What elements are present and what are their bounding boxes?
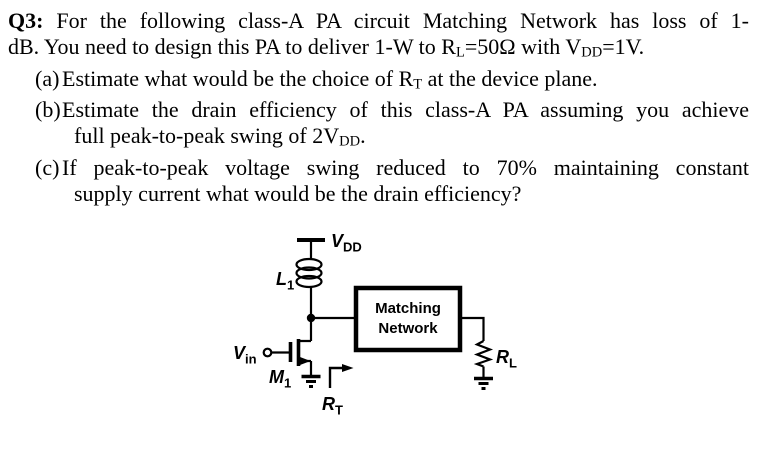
question-line-1: Q3: For the following class-A PA circuit… <box>8 8 749 34</box>
question-item-c: (c) If peak-to-peak voltage swing reduce… <box>8 155 749 207</box>
m1-label: M1 <box>269 367 291 391</box>
item-a-text: Estimate what would be the choice of R <box>62 65 414 91</box>
item-b-line-1: Estimate the drain efficiency of this cl… <box>62 97 749 123</box>
item-b-marker: (b) <box>35 97 61 123</box>
question-line-1-text: For the following class-A PA circuit Mat… <box>43 8 749 33</box>
l1-label: L1 <box>276 269 294 293</box>
item-b-line-2-end: . <box>360 123 366 149</box>
matching-network-label-line1: Matching <box>375 300 441 317</box>
item-a-end: at the device plane. <box>422 65 598 91</box>
rt-label: RT <box>322 394 343 418</box>
item-c-marker: (c) <box>35 154 60 180</box>
item-b-line-2-text: full peak-to-peak swing of 2V <box>74 123 340 149</box>
question-text: Q3: For the following class-A PA circuit… <box>0 0 759 207</box>
vdd-label: VDD <box>331 231 362 255</box>
inductor-l1-symbol <box>295 257 323 289</box>
question-line-2-end: =1V. <box>602 34 645 59</box>
drain-node-dot <box>306 313 316 323</box>
resistor-rl-symbol <box>473 340 494 368</box>
matching-network-box: Matching Network <box>353 285 463 353</box>
vin-label: Vin <box>233 343 257 367</box>
subscript-T: T <box>413 76 423 93</box>
question-line-2-mid: =50Ω with V <box>464 34 582 59</box>
ground-symbol-m1 <box>301 374 321 388</box>
rl-label: RL <box>496 347 517 371</box>
question-item-a: (a) Estimate what would be the choice of… <box>8 66 749 98</box>
question-line-2: dB. You need to design this PA to delive… <box>8 34 749 66</box>
item-c-line-2: supply current what would be the drain e… <box>74 180 522 206</box>
subscript-DD: DD <box>581 44 603 61</box>
question-item-b: (b) Estimate the drain efficiency of thi… <box>8 97 749 155</box>
item-a-marker: (a) <box>35 65 60 91</box>
question-line-2-text: dB. You need to design this PA to delive… <box>8 34 456 59</box>
ground-symbol-rl <box>474 376 493 390</box>
vin-terminal <box>262 347 273 358</box>
mosfet-m1-symbol <box>288 339 311 366</box>
item-a-line: Estimate what would be the choice of RT … <box>62 66 749 98</box>
subscript-L: L <box>455 44 465 61</box>
m1-source-arrow <box>300 357 311 365</box>
question-number: Q3: <box>8 8 44 33</box>
item-b-line-2: full peak-to-peak swing of 2VDD. <box>74 123 749 155</box>
matching-network-label-line2: Network <box>378 320 438 337</box>
rt-probe-arrow <box>328 364 354 388</box>
subscript-DD-2: DD <box>339 133 361 150</box>
item-c-line-1: If peak-to-peak voltage swing reduced to… <box>62 154 749 180</box>
